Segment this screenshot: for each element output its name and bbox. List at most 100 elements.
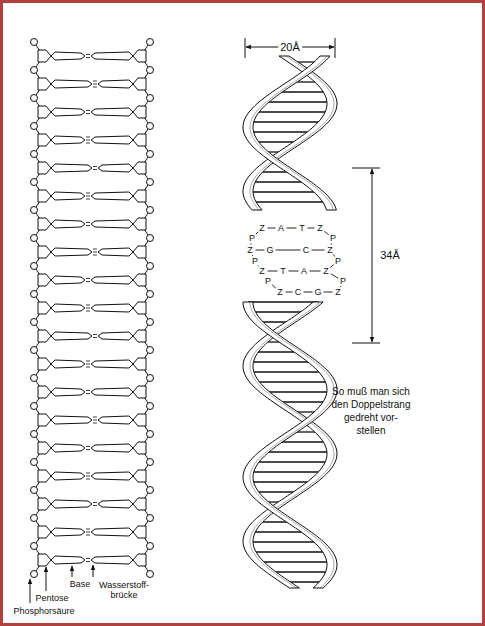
- base-letter: Z: [323, 266, 329, 276]
- hydrogen-bond: [86, 311, 90, 312]
- leader-line: [46, 567, 47, 591]
- hydrogen-bond: [86, 54, 90, 55]
- hydrogen-bond: [86, 222, 90, 223]
- phosphate-circle: [31, 39, 38, 46]
- hydrogen-bond: [86, 535, 90, 536]
- sugar-phosphate-ribbon: [243, 302, 337, 588]
- pentose-pentagon: [133, 162, 146, 174]
- phosphate-circle: [147, 291, 154, 298]
- base-shape: [91, 220, 133, 228]
- base-shape: [51, 52, 85, 60]
- base-letter: C: [295, 287, 302, 297]
- base-pair-rung: [251, 551, 328, 552]
- hydrogen-bond: [93, 252, 97, 253]
- hydrogen-bond: [86, 558, 90, 559]
- sugar-phosphate-ribbon: [243, 302, 337, 588]
- base-shape: [51, 192, 85, 200]
- pentose-pentagon: [38, 162, 51, 174]
- base-shape: [91, 108, 133, 116]
- base-shape: [51, 472, 85, 480]
- hydrogen-bond: [86, 278, 90, 279]
- base-letter: P: [252, 256, 258, 266]
- hydrogen-bond: [86, 305, 90, 306]
- base-letter: T: [280, 266, 286, 276]
- phosphate-circle: [31, 571, 38, 578]
- phosphate-circle: [147, 487, 154, 494]
- pentose-pentagon: [133, 50, 146, 62]
- hydrogen-bond: [86, 393, 90, 394]
- phosphate-circle: [147, 515, 154, 522]
- phosphate-circle: [31, 95, 38, 102]
- base-letter: Z: [327, 245, 333, 255]
- base-pair-rung: [264, 451, 332, 452]
- bond-line: [324, 292, 333, 293]
- phosphate-circle: [31, 235, 38, 242]
- base-shape: [91, 360, 133, 368]
- part-name: Wasserstoff- brücke: [93, 580, 155, 601]
- part-name: Pentose: [35, 593, 68, 603]
- pentose-pentagon: [133, 330, 146, 342]
- base-pair-rung: [249, 481, 313, 482]
- phosphate-circle: [147, 179, 154, 186]
- base-letter: C: [303, 245, 310, 255]
- base-pair-rung: [255, 381, 331, 382]
- pentose-pentagon: [38, 218, 51, 230]
- bond-line: [268, 228, 276, 229]
- hydrogen-bond: [86, 281, 90, 282]
- base-shape: [51, 332, 92, 340]
- base-letter: P: [340, 276, 346, 286]
- base-shape: [98, 416, 133, 424]
- base-shape: [51, 304, 85, 312]
- base-pair-rung: [249, 471, 324, 472]
- base-shape: [98, 500, 133, 508]
- hydrogen-bond: [86, 446, 90, 447]
- base-shape: [51, 556, 85, 564]
- sugar-phosphate-ribbon: [243, 56, 336, 210]
- phosphate-circle: [31, 347, 38, 354]
- base-letter: Z: [317, 223, 323, 233]
- pentose-pentagon: [38, 526, 51, 538]
- base-shape: [98, 248, 133, 256]
- pentose-pentagon: [38, 498, 51, 510]
- base-pair-rung: [265, 391, 332, 392]
- hydrogen-bond: [93, 417, 97, 418]
- phosphate-circle: [147, 431, 154, 438]
- pentose-pentagon: [133, 470, 146, 482]
- phosphate-circle: [147, 375, 154, 382]
- pentose-pentagon: [133, 442, 146, 454]
- pentose-pentagon: [38, 358, 51, 370]
- pentose-pentagon: [38, 442, 51, 454]
- hydrogen-bond: [86, 367, 90, 368]
- base-shape: [98, 80, 133, 88]
- base-letter: Z: [247, 245, 253, 255]
- bond-line: [250, 243, 251, 244]
- phosphate-circle: [147, 263, 154, 270]
- hydrogen-bond: [93, 84, 97, 85]
- hydrogen-bond: [86, 476, 90, 477]
- dimension-label: 20Å: [278, 41, 302, 54]
- base-shape: [98, 332, 133, 340]
- phosphate-circle: [31, 319, 38, 326]
- caption: So muß man sich den Doppelstrang gedreht…: [330, 385, 412, 437]
- phosphate-circle: [147, 95, 154, 102]
- base-shape: [51, 388, 85, 396]
- base-pair-rung: [251, 311, 306, 312]
- phosphate-circle: [147, 319, 154, 326]
- pentose-pentagon: [38, 274, 51, 286]
- bond-line: [256, 232, 258, 234]
- phosphate-circle: [147, 403, 154, 410]
- base-shape: [51, 220, 85, 228]
- hydrogen-bond: [93, 87, 97, 88]
- bond-line: [324, 231, 328, 234]
- pentose-pentagon: [38, 78, 51, 90]
- pentose-pentagon: [38, 50, 51, 62]
- bond-line: [330, 265, 334, 268]
- base-pair-rung: [248, 191, 319, 192]
- base-shape: [91, 528, 133, 536]
- hydrogen-bond: [86, 364, 90, 365]
- hydrogen-bond: [93, 81, 97, 82]
- pentose-pentagon: [133, 386, 146, 398]
- hydrogen-bond: [86, 137, 90, 138]
- base-letter: Z: [277, 287, 283, 297]
